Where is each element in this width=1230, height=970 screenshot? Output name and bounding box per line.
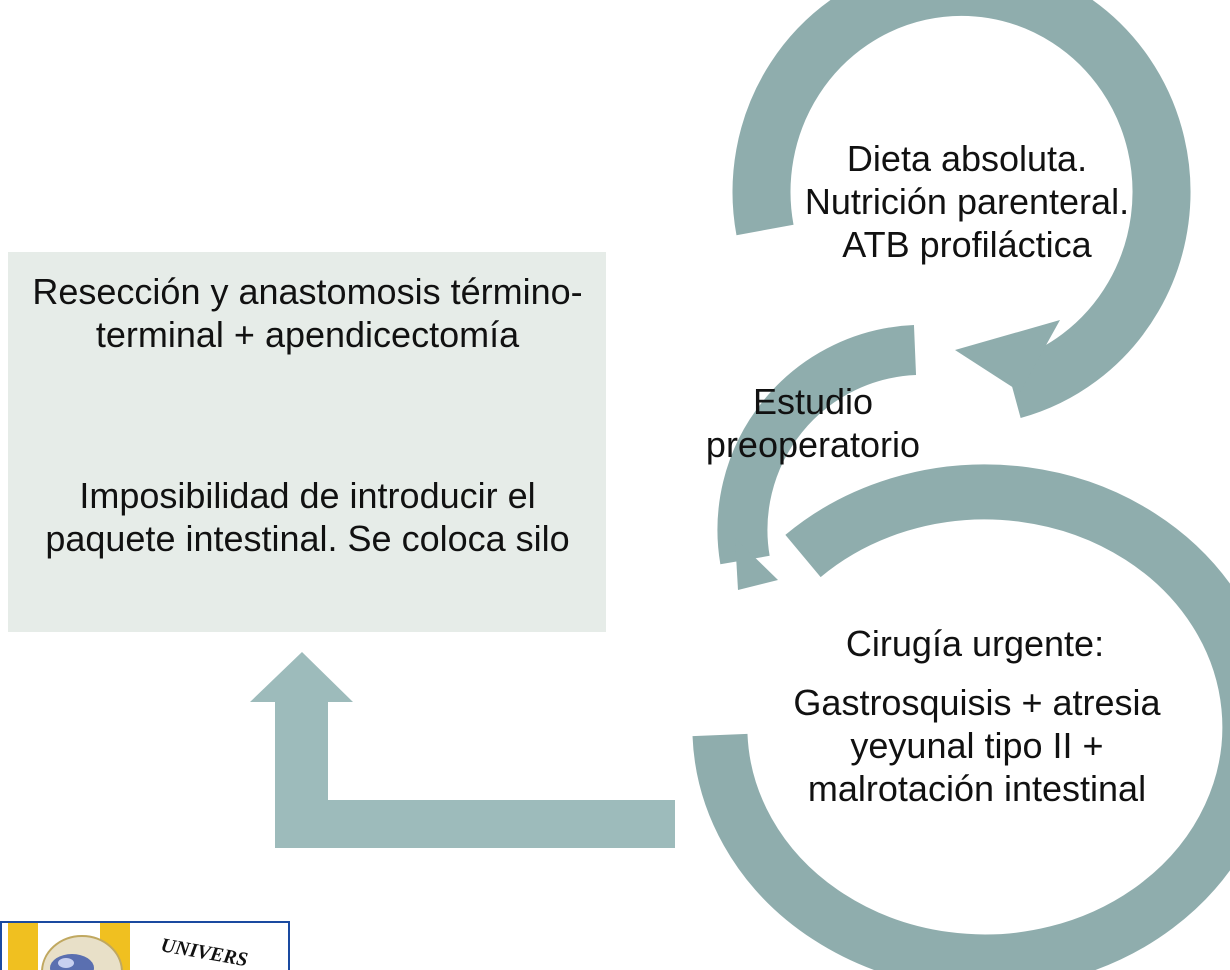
result-silo-text: Imposibilidad de introducir el paquete i… <box>45 475 570 559</box>
step-diet-text: Dieta absoluta. Nutrición parenteral. AT… <box>804 138 1130 265</box>
result-procedure-text: Resección y anastomosis término-terminal… <box>32 271 583 355</box>
step-study-text: Estudio preoperatorio <box>705 381 921 465</box>
step-surgery-title: Cirugía urgente: <box>845 623 1105 664</box>
circular-arrow-top <box>732 0 1191 418</box>
svg-text:UNIVERS: UNIVERS <box>159 934 249 970</box>
result-box <box>8 252 606 632</box>
step-surgery-detail: Gastrosquisis + atresia yeyunal tipo II … <box>793 682 1161 809</box>
university-logo: UNIVERS <box>0 921 290 970</box>
circular-arrow-middle <box>717 325 917 590</box>
bent-arrow-up <box>250 652 675 848</box>
